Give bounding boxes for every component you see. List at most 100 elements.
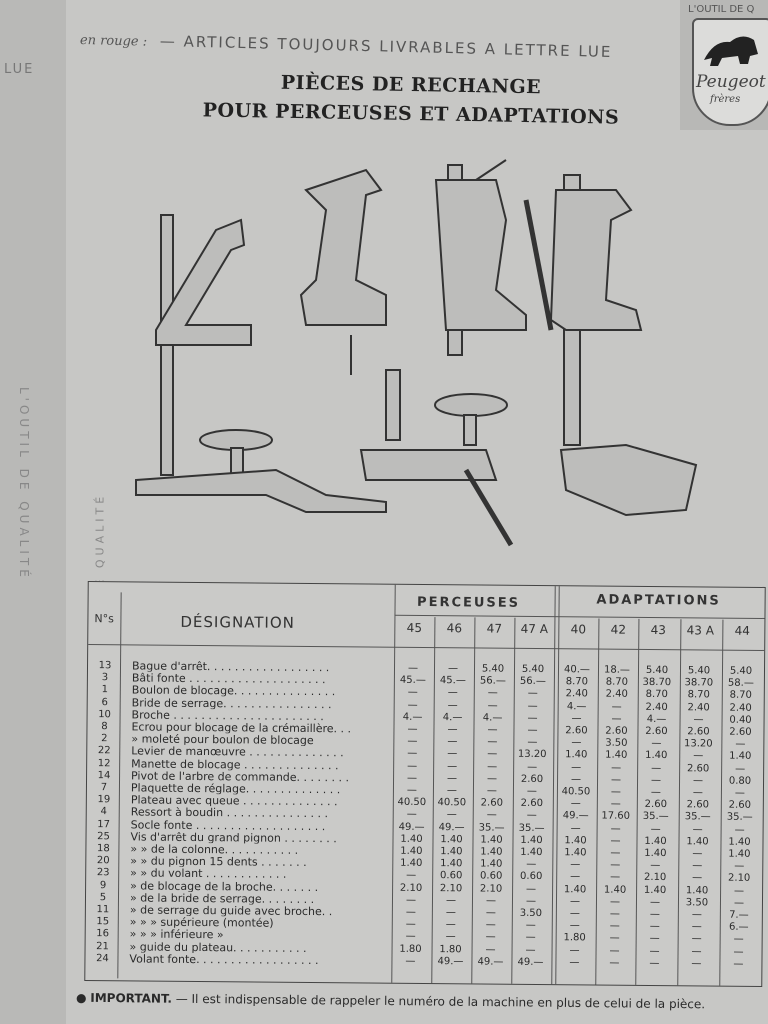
price-cell: 35.— [726,812,753,824]
price-cell: 35.— [684,811,711,823]
price-cell: — [486,785,497,797]
price-cell: 5.40 [687,665,711,677]
price-cell: — [691,958,702,970]
price-cell: 8.70 [565,676,589,688]
price-cell: 8.70 [645,689,668,701]
row-designation: Boulon de blocage. . . . . . . . . . . .… [131,684,336,699]
price-cell: — [525,920,536,932]
left-page-lue: LUE [4,62,35,77]
price-cell: — [649,957,660,969]
price-cell: — [570,774,582,786]
price-cell: 2.40 [729,702,752,714]
price-cell: — [527,712,538,724]
note-label: IMPORTANT. [90,990,172,1006]
row-number: 7 [100,782,108,794]
price-cell: 1.40 [643,884,667,896]
price-cell: — [734,860,745,872]
price-cell: 2.60 [480,797,504,809]
price-cell: 2.60 [565,725,588,737]
price-cell: — [610,859,621,871]
price-cell: 56.— [519,676,546,688]
price-cell: — [407,772,418,784]
price-cell: 1.40 [440,846,463,858]
price-cell: 40.50 [397,796,427,809]
price-cell: — [407,723,418,735]
price-cell: 1.40 [563,883,587,896]
price-cell: — [486,773,498,785]
model-header: 42 [610,622,627,637]
row-designation: Plaquette de réglage. . . . . . . . . . … [130,782,341,796]
price-cell: — [487,700,498,712]
row-number: 17 [97,818,111,830]
row-designation: Socle fonte . . . . . . . . . . . . . . … [130,819,326,833]
logo-top-text: L'OUTIL DE Q [688,4,755,15]
price-cell: — [733,897,745,909]
bracket-4 [549,189,643,331]
row-designation: Levier de manœuvre . . . . . . . . . . .… [131,745,344,760]
parts-illustration [66,150,768,570]
price-cell: — [610,872,621,884]
price-cell: — [610,835,621,847]
price-cell: 40.— [564,664,591,676]
price-cell: — [487,724,498,736]
price-cell: — [570,822,581,834]
row-number: 3 [101,672,109,684]
price-cell: 2.60 [520,798,544,810]
price-cell: 2.60 [645,725,668,738]
model-header: 43 [650,622,667,638]
price-cell: — [446,809,457,821]
price-cell: — [692,775,704,787]
price-cell: — [486,809,497,822]
row-number: 5 [99,891,107,904]
row-number: 9 [99,879,107,891]
price-cell: — [650,823,661,835]
price-cell: 35.— [642,811,669,823]
price-cell: — [650,860,661,872]
price-cell: — [485,895,497,907]
bracket-2 [299,168,387,326]
row-designation: » » du pignon 15 dents . . . . . . . [130,855,307,869]
row-number: 8 [101,721,108,733]
price-cell: 4.— [646,713,667,725]
row-designation: » » » inférieure » [129,928,224,942]
price-cell: — [610,798,621,810]
price-cell: — [650,786,661,799]
price-cell: — [445,907,456,919]
price-cell: 38.70 [642,677,672,689]
price-cell: — [485,931,496,944]
price-cell: — [692,860,703,872]
price-cell: — [609,933,620,945]
row-number: 25 [97,830,110,843]
price-cell: — [651,738,662,750]
price-cell: 4.— [402,711,423,723]
price-cell: — [407,687,418,699]
price-cell: 2.10 [479,883,503,895]
price-cell: 2.40 [645,701,668,713]
price-cell: 1.40 [644,835,667,847]
row-number: 16 [96,928,110,940]
brand-logo: L'OUTIL DE Q Peugeot frères [680,0,768,130]
price-cell: — [570,859,581,871]
price-cell: — [527,724,538,736]
price-cell: 1.40 [605,749,628,762]
price-cell: 38.70 [684,677,714,689]
price-cell: — [691,909,702,921]
row-designation: Pivot de l'arbre de commande. . . . . . … [131,770,350,784]
model-header: 47 [486,621,503,636]
row-designation: » guide du plateau. . . . . . . . . . . [129,941,307,955]
row-designation: » » » supérieure (montée) [129,916,274,930]
price-cell: — [407,699,418,711]
row-number: 15 [96,916,110,928]
price-cell: — [526,883,537,895]
price-cell: — [691,945,702,958]
price-cell: 5.40 [481,663,505,675]
price-cell: — [609,945,620,957]
price-cell: — [651,762,662,774]
price-cell: 1.40 [564,847,587,859]
row-designation: » de serrage du guide avec broche. . [129,904,333,918]
row-designation: Volant fonte. . . . . . . . . . . . . . … [129,953,319,967]
row-designation: Plateau avec queue . . . . . . . . . . .… [130,794,338,808]
price-cell: — [571,737,582,749]
model-header: 46 [446,621,463,636]
price-cell: 2.60 [605,725,628,737]
